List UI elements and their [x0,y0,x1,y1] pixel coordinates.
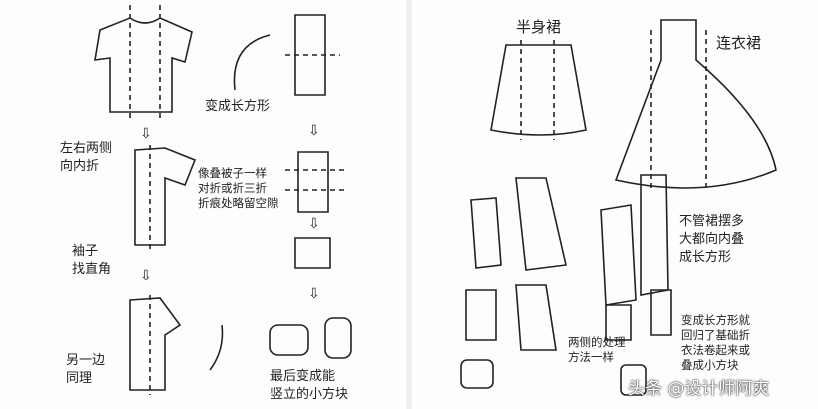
note-fold-hem-inward: 不管裙摆多 大都向内叠 成长方形 [679,214,745,265]
step-other-side: 另一边 同理 [66,353,106,386]
curved-arrow-up [209,324,224,371]
step-standing-block: 最后变成能 竖立的小方块 [270,369,349,402]
dress-fold-3 [605,304,632,341]
svg-text:⇩: ⇩ [308,286,320,302]
folded-shirt-sketch-1 [134,147,197,246]
skirt-fold-3 [465,289,497,341]
skirt-fold-4 [515,284,557,351]
watermark: 头条 @设计师阿爽 [628,379,770,399]
step-make-rectangle: 变成长方形 [205,99,271,114]
folded-shirt-sketch-2 [129,297,182,391]
dress-sketch [614,19,777,189]
svg-text:⇩: ⇩ [308,123,320,139]
panel-divider [406,0,412,409]
tshirt-folding-panel: ⇩ ⇩ ⇩ ⇩ ⇩ 左右两侧 向内折 袖子 找直角 另一边 同理 变成长方形 像… [0,0,402,409]
small-block-sketch [294,237,331,269]
note-both-sides-same: 两侧的处理 方法一样 [568,335,626,364]
skirt-block [460,359,494,389]
skirt-folding-sketches [460,19,777,396]
folded-rect-sketch [297,151,329,213]
rectangle-sketch [294,14,326,96]
step-fold-sides: 左右两侧 向内折 [60,141,113,174]
tshirt-folding-sketches: ⇩ ⇩ ⇩ ⇩ ⇩ [94,5,352,395]
note-back-to-basic-fold: 变成长方形就 回归了基础折 衣法卷起来或 叠成小方块 [681,313,750,372]
tshirt-sketch [94,17,193,113]
curved-arrow [233,34,271,91]
step-sleeves-right-angle: 袖子 找直角 [72,244,112,277]
skirt-sketch [490,44,587,136]
step-fold-like-quilt: 像叠被子一样 对折或折三折 折痕处略留空隙 [198,166,279,210]
dress-block [620,364,647,396]
skirt-title: 半身裙 [516,18,562,36]
dress-fold-2 [640,174,669,296]
dress-title: 连衣裙 [716,34,762,52]
svg-text:⇩: ⇩ [308,216,320,232]
svg-text:⇩: ⇩ [140,126,152,142]
dress-fold-1 [600,204,637,306]
cube-sketch-2 [324,317,352,359]
skirt-fold-1 [470,197,502,269]
svg-text:⇩: ⇩ [140,268,152,284]
cube-sketch-1 [269,324,309,356]
dress-fold-4 [650,289,672,336]
skirt-folding-panel: 半身裙 连衣裙 不管裙摆多 大都向内叠 成长方形 两侧的处理 方法一样 变成长方… [416,0,818,409]
skirt-fold-2 [515,177,567,271]
